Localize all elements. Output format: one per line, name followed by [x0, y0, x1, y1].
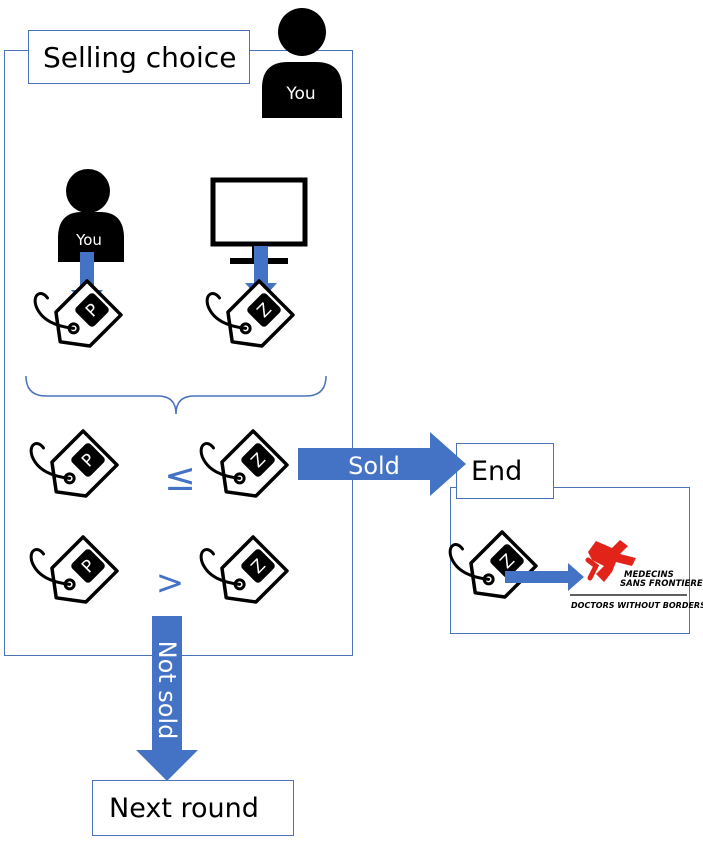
z-to-charity-arrow — [505, 563, 584, 591]
price-tag-z-icon: Z — [438, 512, 538, 612]
msf-line3: DOCTORS WITHOUT BORDERS — [571, 601, 703, 610]
price-tag-z-icon: Z — [195, 261, 295, 361]
page-title: Selling choice — [43, 40, 237, 74]
sold-arrow: Sold — [298, 432, 466, 496]
end-box: End — [456, 443, 554, 499]
grouping-brace — [25, 375, 327, 415]
msf-line2: SANS FRONTIERES — [620, 579, 703, 589]
next-round-box: Next round — [92, 780, 294, 836]
greater-than-symbol: > — [156, 563, 185, 603]
price-tag-p-icon: P — [23, 261, 123, 361]
price-tag-p-icon: P — [19, 517, 119, 617]
person-you-icon: You — [58, 169, 124, 262]
not-sold-label: Not sold — [153, 641, 181, 740]
selling-choice-frame — [4, 50, 353, 656]
person-you-top-icon: You — [262, 8, 342, 118]
price-tag-z-icon: Z — [189, 411, 289, 511]
person-you-label: You — [75, 231, 102, 249]
price-tag-p-icon: P — [19, 411, 119, 511]
less-or-equal-symbol: ≤ — [164, 455, 196, 499]
price-tag-z-icon: Z — [189, 517, 289, 617]
person-you-top-label: You — [285, 84, 315, 104]
next-round-label: Next round — [109, 792, 259, 824]
end-label: End — [471, 455, 523, 487]
not-sold-arrow: Not sold — [136, 616, 198, 781]
msf-line1: MEDECINS — [624, 570, 674, 580]
selling-choice-title-box: Selling choice — [28, 30, 250, 84]
sold-label: Sold — [348, 452, 400, 480]
msf-logo: MEDECINS SANS FRONTIERES DOCTORS WITHOUT… — [570, 540, 703, 610]
